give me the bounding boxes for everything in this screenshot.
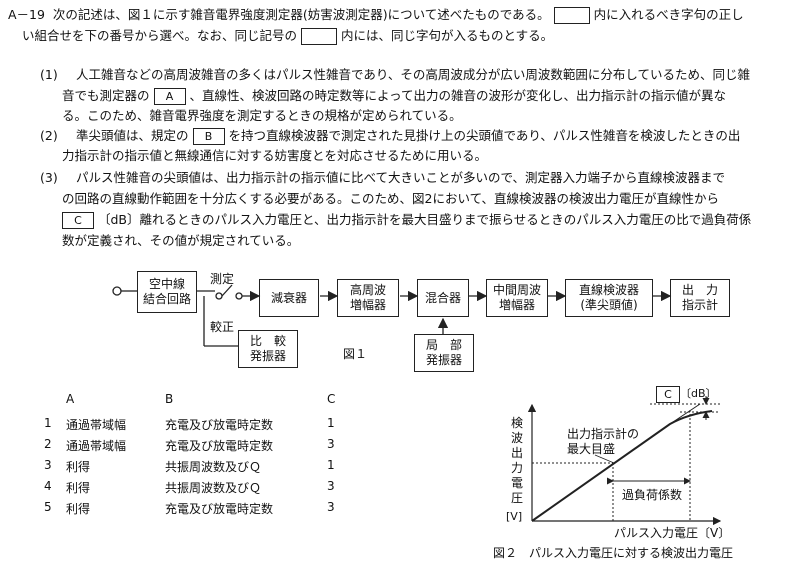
table-header-b: B (165, 392, 174, 406)
row-2-number[interactable]: 2 (44, 437, 52, 451)
row-5-number[interactable]: 5 (44, 500, 52, 514)
row-2-b: 充電及び放電時定数 (165, 439, 274, 453)
item-2-number: (2) (40, 128, 58, 143)
row-5-b: 充電及び放電時定数 (165, 502, 274, 516)
local-oscillator-block: 局 部発振器 (414, 334, 474, 372)
item-1-line-3: る。このため、雑音電界強度を測定するときの規格が定められている。 (62, 108, 462, 123)
rf-amplifier-block: 高周波増幅器 (337, 279, 399, 317)
row-5-a: 利得 (66, 502, 91, 516)
row-4-a: 利得 (66, 481, 91, 495)
measure-label: 測定 (210, 272, 235, 286)
calibrate-label: 較正 (210, 320, 235, 334)
figure-2-y-unit: [V] (506, 510, 523, 523)
max-scale-label: 出力指示計の 最大目盛 (567, 427, 640, 456)
figure-2-y-axis-label: 検 波 出 力 電 圧 (510, 416, 523, 505)
row-3-c: 1 (327, 458, 335, 472)
c-db-label: C〔dB〕 (656, 385, 717, 403)
linear-detector-block: 直線検波器(準尖頭値) (565, 279, 653, 317)
output-meter-block: 出 力指示計 (670, 279, 730, 317)
figure-2-x-axis-label: パルス入力電圧〔V〕 (614, 526, 731, 540)
row-4-c: 3 (327, 479, 335, 493)
label-b-box: B (192, 128, 225, 145)
table-header-a: A (66, 392, 75, 406)
question-line-2: い組合せを下の番号から選べ。なお、同じ記号の 内には、同じ字句が入るものとする。 (22, 28, 554, 45)
row-1-c: 1 (327, 416, 335, 430)
blank-box (553, 7, 590, 24)
label-c-box: C (62, 212, 94, 229)
item-3-line-4: 数が定義され、その値が規定されている。 (62, 233, 300, 248)
question-line-1: A－19 次の記述は、図１に示す雑音電界強度測定器(妨害波測定器)について述べた… (8, 7, 744, 24)
figure-1-caption: 図１ (343, 347, 368, 361)
row-5-c: 3 (327, 500, 335, 514)
item-3-line-1: パルス性雑音の尖頭値は、出力指示計の指示値に比べて大きいことが多いので、測定器入… (76, 170, 726, 185)
item-3-line-2: の回路の直線動作範囲を十分広くする必要がある。このため、図2において、直線検波器… (62, 191, 719, 206)
attenuator-block: 減衰器 (259, 279, 319, 317)
row-2-c: 3 (327, 437, 335, 451)
item-1-line-2: 音でも測定器の A 、直線性、検波回路の時定数等によって出力の雑音の波形が変化し… (62, 88, 726, 105)
row-3-a: 利得 (66, 460, 91, 474)
question-number: A－19 (8, 7, 45, 22)
comparison-oscillator-block: 比 較発振器 (238, 330, 298, 368)
table-header-c: C (327, 392, 336, 406)
figure-2-caption: 図２ パルス入力電圧に対する検波出力電圧 (493, 546, 734, 560)
antenna-coupling-block: 空中線結合回路 (137, 271, 197, 313)
label-a-box: A (153, 88, 186, 105)
mixer-block: 混合器 (417, 279, 469, 317)
row-2-a: 通過帯域幅 (66, 439, 127, 453)
item-3-number: (3) (40, 170, 58, 185)
row-3-number[interactable]: 3 (44, 458, 52, 472)
item-3-line-3: C 〔dB〕離れるときのパルス入力電圧と、出力指示計を最大目盛りまで振らせるとき… (62, 211, 751, 229)
item-2-line-2: 力指示計の指示値と無線通信に対する妨害度とを対応させるために用いる。 (62, 148, 488, 163)
row-4-number[interactable]: 4 (44, 479, 52, 493)
row-4-b: 共振周波数及びＱ (165, 481, 262, 495)
overload-factor-label: 過負荷係数 (622, 488, 683, 502)
item-1-number: (1) (40, 67, 58, 82)
row-1-b: 充電及び放電時定数 (165, 418, 274, 432)
item-2-line-1: 準尖頭値は、規定の B を持つ直線検波器で測定された見掛け上の尖頭値であり、パル… (76, 128, 741, 145)
blank-box (301, 28, 337, 45)
row-3-b: 共振周波数及びＱ (165, 460, 262, 474)
item-1-line-1: 人工雑音などの高周波雑音の多くはパルス性雑音であり、その高周波成分が広い周波数範… (76, 67, 751, 82)
if-amplifier-block: 中間周波増幅器 (486, 279, 548, 317)
row-1-number[interactable]: 1 (44, 416, 52, 430)
row-1-a: 通過帯域幅 (66, 418, 127, 432)
